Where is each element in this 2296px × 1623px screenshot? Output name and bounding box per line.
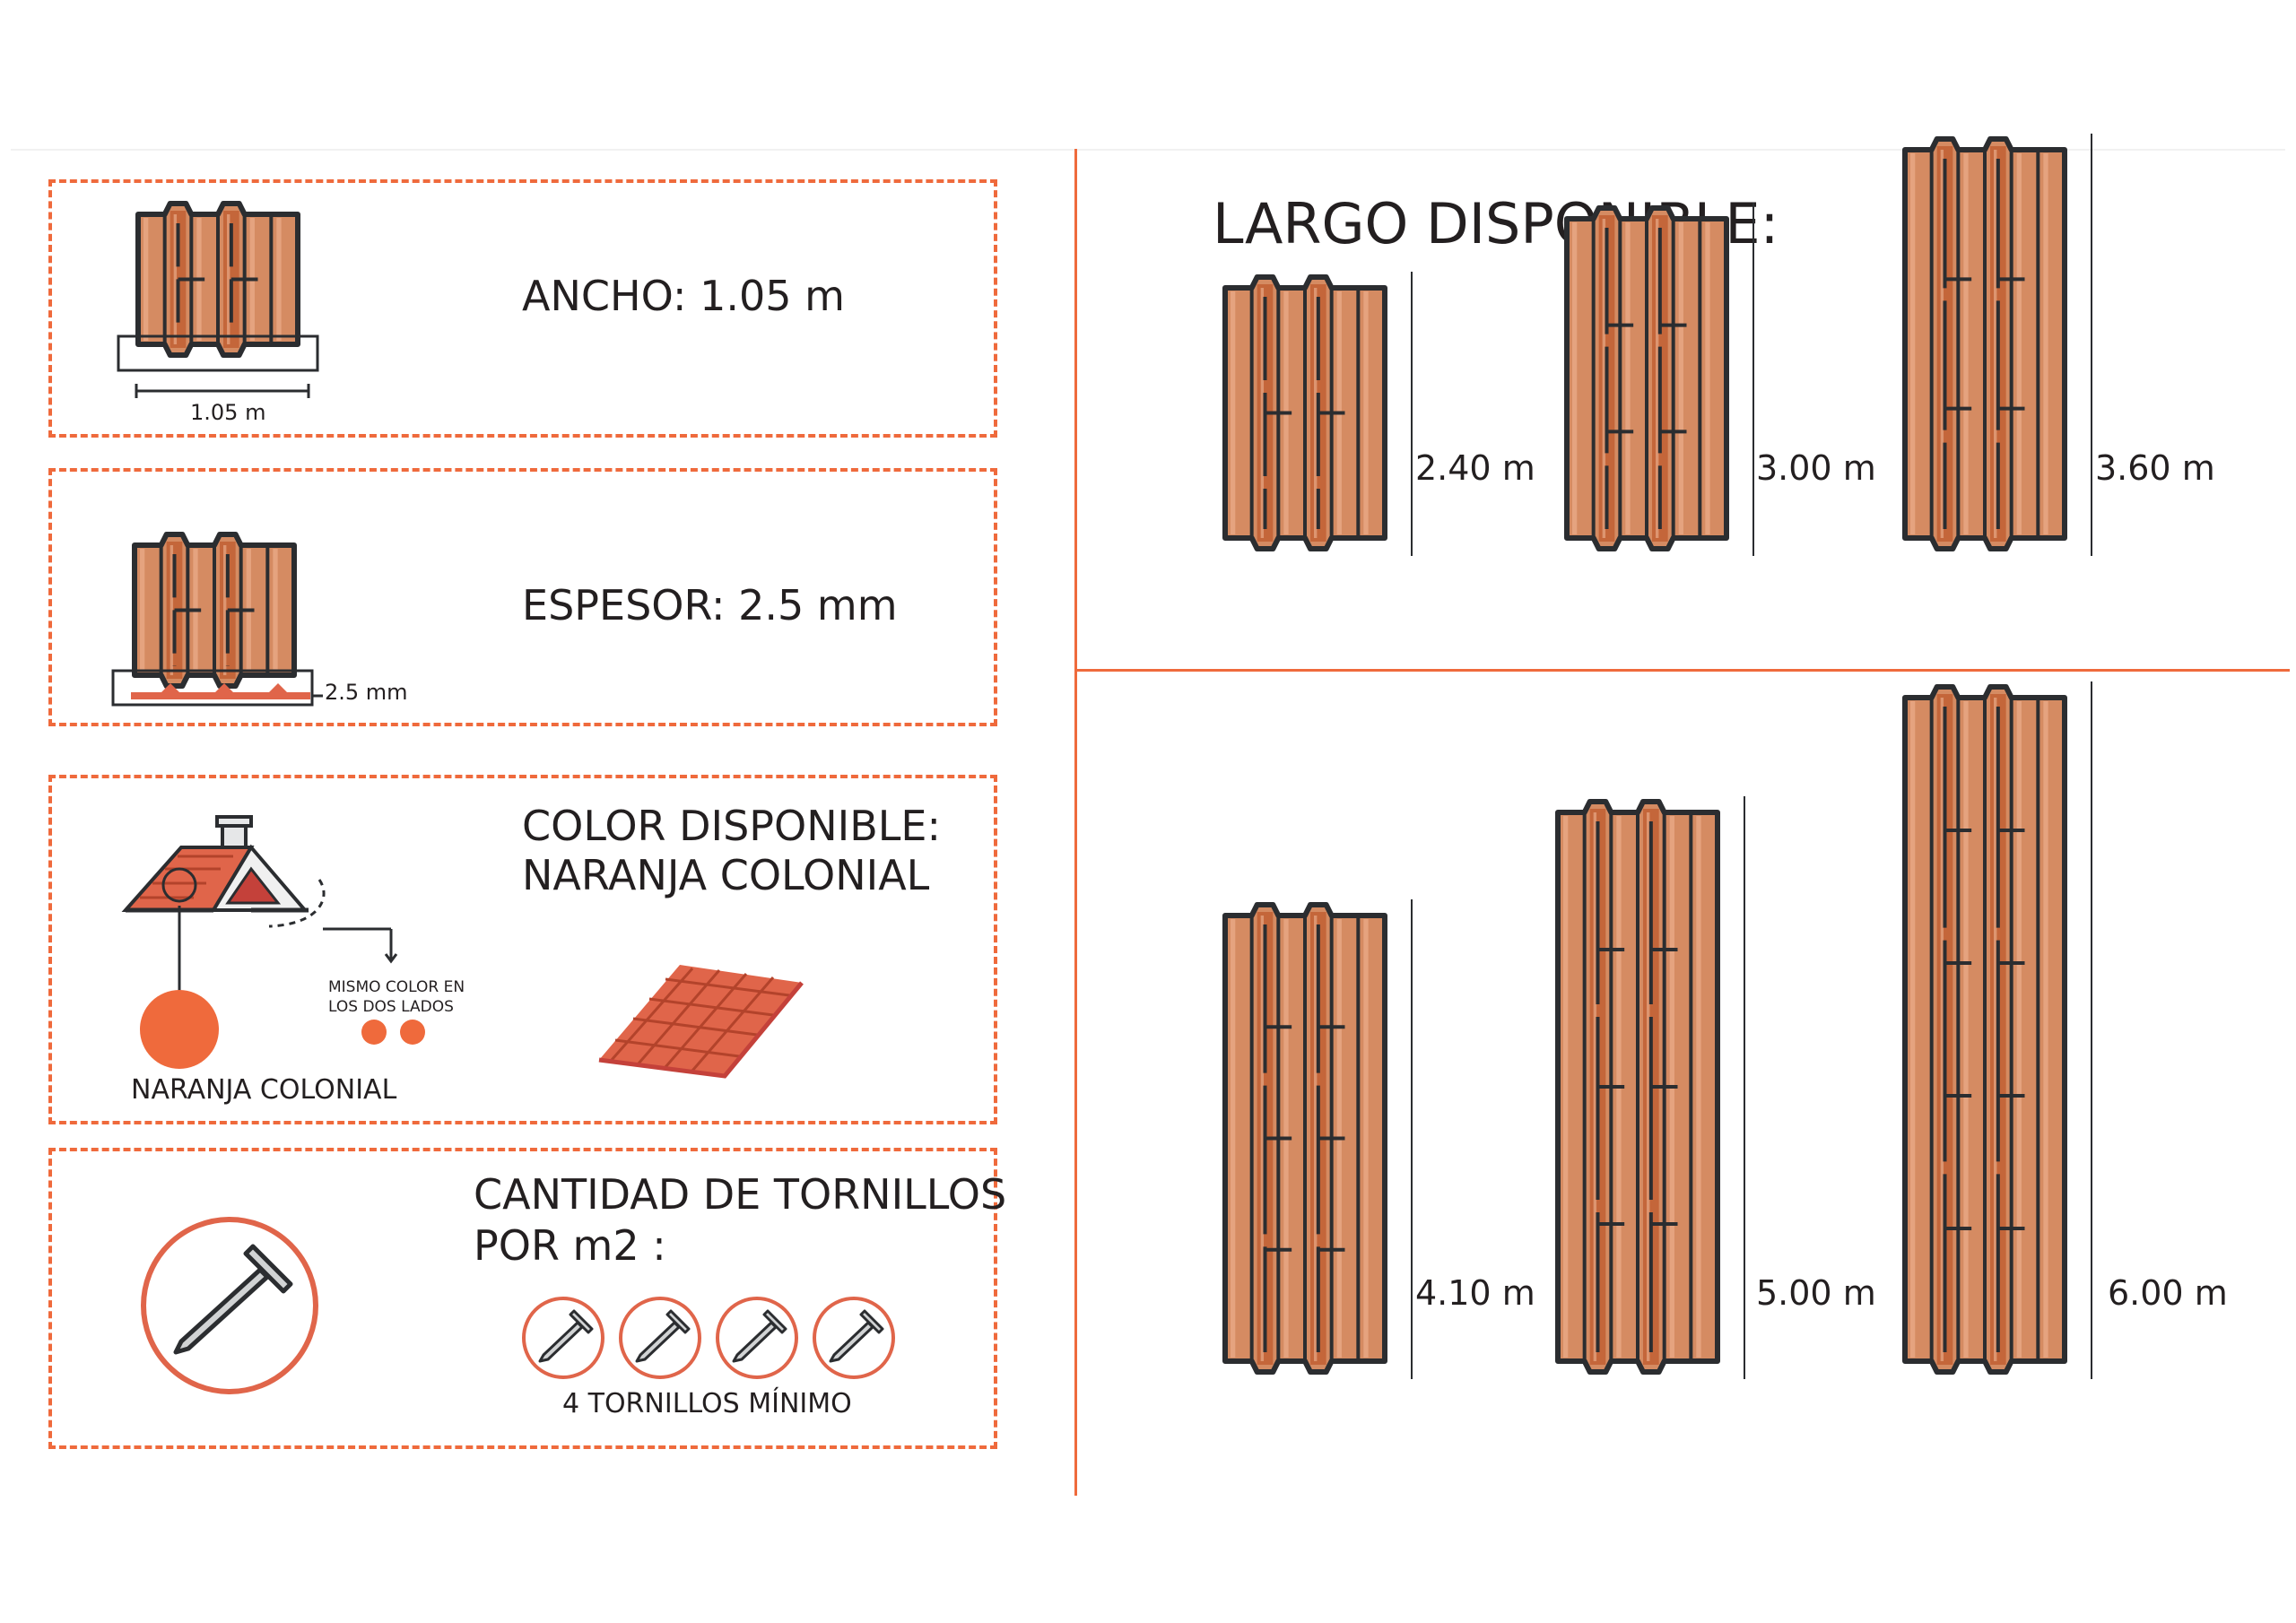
screws-title-line1: CANTIDAD DE TORNILLOS <box>474 1170 1007 1219</box>
width-panel <box>48 179 997 438</box>
swatch-label: NARANJA COLONIAL <box>131 1074 397 1106</box>
thickness-dimension-label: 2.5 mm <box>325 680 408 705</box>
length-sheet-6-00m <box>1902 684 2067 1375</box>
house-roof-icon <box>121 815 326 928</box>
length-ruler <box>1744 796 1745 1379</box>
length-sheet-3-00m <box>1564 205 1729 551</box>
width-title: ANCHO: 1.05 m <box>522 272 845 320</box>
color-swatch-side-b <box>400 1020 425 1045</box>
length-ruler <box>1411 272 1413 556</box>
color-swatch-side-a <box>361 1020 387 1045</box>
screw-icon <box>716 1297 798 1379</box>
length-label: 6.00 m <box>2108 1273 2228 1313</box>
sheet-thickness-illustration <box>132 532 297 689</box>
color-title-line1: COLOR DISPONIBLE: <box>522 802 941 850</box>
roof-tile-sheet-icon <box>598 965 804 1079</box>
length-label: 3.00 m <box>1756 448 1876 488</box>
both-sides-line1: MISMO COLOR EN <box>328 978 465 996</box>
length-ruler <box>2091 134 2092 556</box>
screw-icon <box>619 1297 701 1379</box>
length-ruler <box>2091 681 2092 1379</box>
screws-panel <box>48 1148 997 1449</box>
thickness-title: ESPESOR: 2.5 mm <box>522 581 898 629</box>
length-label: 4.10 m <box>1415 1273 1535 1313</box>
screw-icon <box>813 1297 895 1379</box>
color-title-line2: NARANJA COLONIAL <box>522 851 930 899</box>
length-label: 5.00 m <box>1756 1273 1876 1313</box>
vertical-divider <box>1074 149 1077 1496</box>
screw-icon <box>522 1297 604 1379</box>
screw-row <box>520 1295 897 1381</box>
length-label: 2.40 m <box>1415 448 1535 488</box>
both-sides-line2: LOS DOS LADOS <box>328 998 454 1016</box>
thickness-panel <box>48 468 997 726</box>
screws-minimum-label: 4 TORNILLOS MÍNIMO <box>562 1388 852 1419</box>
callout-lines <box>178 906 398 991</box>
length-sheet-3-60m <box>1902 136 2067 551</box>
sheet-width-illustration <box>135 201 300 358</box>
width-bracket <box>117 334 319 398</box>
horizontal-divider <box>1077 669 2290 672</box>
length-label: 3.60 m <box>2095 448 2215 488</box>
thickness-bracket <box>111 669 323 707</box>
length-ruler <box>1752 203 1754 556</box>
screws-title-line2: POR m2 : <box>474 1221 666 1270</box>
length-ruler <box>1411 899 1413 1379</box>
screw-icon-large <box>141 1217 318 1394</box>
length-sheet-5-00m <box>1555 799 1720 1375</box>
color-panel <box>48 775 997 1124</box>
top-divider <box>11 149 2285 151</box>
length-sheet-4-10m <box>1222 902 1387 1375</box>
width-dimension-label: 1.05 m <box>190 400 266 425</box>
color-swatch-large <box>140 990 219 1069</box>
both-sides-note: MISMO COLOR EN LOS DOS LADOS <box>328 977 465 1017</box>
length-sheet-2-40m <box>1222 274 1387 551</box>
